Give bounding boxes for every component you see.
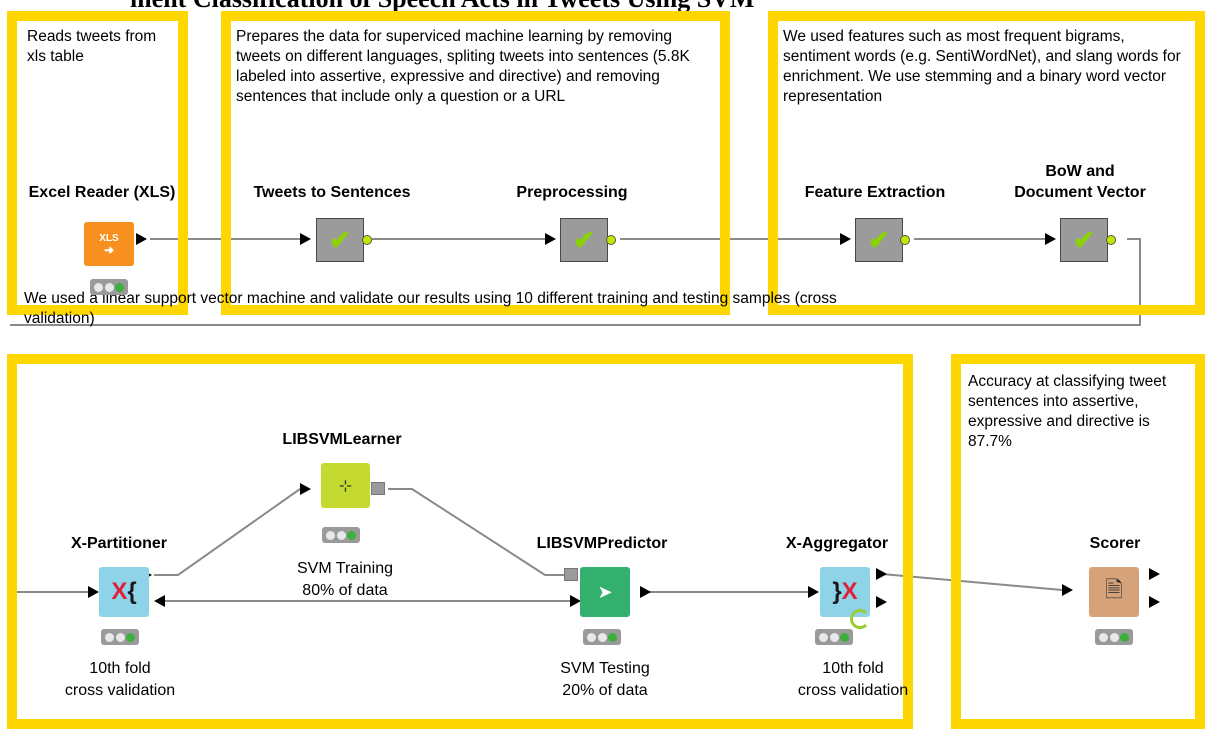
status-light-red <box>93 282 103 292</box>
bow-document-vector-metanode[interactable]: ✔ <box>1060 218 1108 262</box>
arrow-right-icon: ➜ <box>103 242 115 257</box>
status-light-green <box>1120 632 1130 642</box>
status-light-red <box>325 530 335 540</box>
annotation-model <box>7 354 913 729</box>
annotation-reader <box>7 11 188 315</box>
port-bow-out[interactable] <box>1106 235 1116 245</box>
x-aggregator-sub2: cross validation <box>797 682 909 699</box>
status-light-green <box>126 632 136 642</box>
libsvm-predictor-node[interactable]: ➤ <box>580 567 630 617</box>
libsvm-learner-sub2: 80% of data <box>302 582 388 599</box>
predictor-icon: ➤ <box>597 581 613 602</box>
node-label-libsvm-predictor: LIBSVMPredictor <box>536 535 668 552</box>
node-label-bow-line1: BoW and <box>1045 163 1115 180</box>
node-label-bow-line2: Document Vector <box>1014 184 1146 201</box>
node-label-scorer: Scorer <box>1089 535 1141 552</box>
model-port-predictor-in[interactable] <box>564 568 578 581</box>
x-partitioner-sub1: 10th fold <box>89 660 151 677</box>
status-libsvm-predictor <box>583 629 621 645</box>
node-label-preprocessing: Preprocessing <box>516 184 628 201</box>
status-light-yellow <box>104 282 114 292</box>
checkmark-icon: ✔ <box>1073 225 1095 255</box>
libsvm-predictor-sub2: 20% of data <box>562 682 648 699</box>
status-light-yellow <box>597 632 607 642</box>
node-label-feature-extraction: Feature Extraction <box>804 184 946 201</box>
libsvm-learner-node[interactable]: ⊹ <box>321 463 370 508</box>
x-partitioner-node[interactable]: X{ <box>99 567 149 617</box>
scorer-icon: 🗎 <box>1105 577 1123 602</box>
loop-end-icon: }X <box>832 578 858 605</box>
x-aggregator-sub1: 10th fold <box>822 660 884 677</box>
status-light-red <box>586 632 596 642</box>
status-light-yellow <box>115 632 125 642</box>
libsvm-predictor-sub1: SVM Testing <box>560 660 650 677</box>
status-light-red <box>818 632 828 642</box>
checkmark-icon: ✔ <box>573 225 595 255</box>
learner-icon: ⊹ <box>338 477 353 495</box>
annotation-features <box>768 11 1205 315</box>
tweets-to-sentences-metanode[interactable]: ✔ <box>316 218 364 262</box>
status-light-yellow <box>336 530 346 540</box>
node-label-libsvm-learner: LIBSVMLearner <box>282 431 402 448</box>
model-port-learner-out[interactable] <box>371 482 385 495</box>
annotation-features-text: We used features such as most frequent b… <box>783 28 1181 105</box>
checkmark-icon: ✔ <box>868 225 890 255</box>
preprocessing-metanode[interactable]: ✔ <box>560 218 608 262</box>
status-light-green <box>840 632 850 642</box>
port-preprocessing-out[interactable] <box>606 235 616 245</box>
status-scorer <box>1095 629 1133 645</box>
port-feature-out[interactable] <box>900 235 910 245</box>
loop-refresh-icon <box>850 609 870 629</box>
node-label-x-aggregator: X-Aggregator <box>785 535 889 552</box>
status-x-partitioner <box>101 629 139 645</box>
loop-start-icon: X{ <box>111 578 137 605</box>
workflow-title: ment Classification of Speech Acts in Tw… <box>130 0 754 14</box>
annotation-preprocessing <box>221 11 730 315</box>
x-aggregator-node[interactable]: }X <box>820 567 870 617</box>
status-light-green <box>115 282 125 292</box>
annotation-accuracy <box>951 354 1205 729</box>
status-x-aggregator <box>815 629 853 645</box>
excel-reader-node[interactable]: XLS ➜ <box>84 222 134 266</box>
scorer-node[interactable]: 🗎 <box>1089 567 1139 617</box>
status-light-yellow <box>1109 632 1119 642</box>
annotation-accuracy-text: Accuracy at classifying tweet sentences … <box>968 373 1167 450</box>
status-light-red <box>104 632 114 642</box>
status-light-red <box>1098 632 1108 642</box>
annotation-reader-text: Reads tweets from xls table <box>27 28 157 65</box>
annotation-model-text: We used a linear support vector machine … <box>24 290 837 327</box>
x-partitioner-sub2: cross validation <box>64 682 176 699</box>
xls-icon: XLS <box>99 232 119 244</box>
status-light-green <box>608 632 618 642</box>
node-label-x-partitioner: X-Partitioner <box>70 535 167 552</box>
status-light-green <box>347 530 357 540</box>
status-libsvm-learner <box>322 527 360 543</box>
annotation-preprocessing-text: Prepares the data for superviced machine… <box>236 28 690 105</box>
libsvm-learner-sub1: SVM Training <box>296 560 394 577</box>
feature-extraction-metanode[interactable]: ✔ <box>855 218 903 262</box>
status-light-yellow <box>829 632 839 642</box>
node-label-tweets-to-sentences: Tweets to Sentences <box>253 184 411 201</box>
node-label-excel-reader: Excel Reader (XLS) <box>28 184 176 201</box>
port-tweets-out[interactable] <box>362 235 372 245</box>
checkmark-icon: ✔ <box>329 225 351 255</box>
status-excel-reader <box>90 279 128 295</box>
